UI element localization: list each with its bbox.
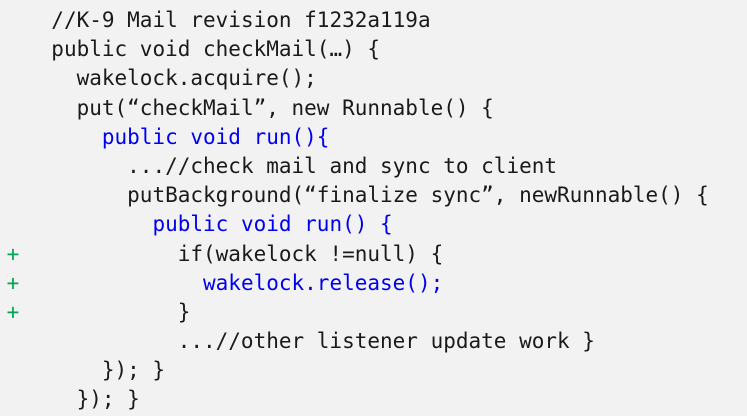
diff-add-marker: + (6, 299, 20, 324)
code-line-indent (26, 6, 51, 35)
code-line: + wakelock.release(); (0, 269, 747, 298)
code-line-indent (26, 94, 77, 123)
diff-add-marker: + (6, 241, 20, 266)
code-line: public void checkMail(…) { (0, 35, 747, 64)
code-line: ...//check mail and sync to client (0, 152, 747, 181)
code-line-text: wakelock.acquire(); (76, 66, 317, 91)
code-line-indent (26, 210, 152, 239)
code-line-indent (26, 123, 102, 152)
code-line: + if(wakelock !=null) { (0, 240, 747, 269)
code-line-indent (26, 240, 178, 269)
code-line-text: put(“checkMail”, new Runnable() { (76, 95, 494, 120)
code-line: + } (0, 298, 747, 327)
code-line: }); } (0, 385, 747, 414)
code-line-indent (26, 298, 178, 327)
code-line-text: ...//other listener update work } (177, 329, 595, 354)
code-line-text: } (177, 299, 191, 324)
code-line-indent (26, 356, 102, 385)
code-line-text: putBackground(“finalize sync”, newRunnab… (127, 183, 709, 208)
code-line: putBackground(“finalize sync”, newRunnab… (0, 181, 747, 210)
code-line: ...//other listener update work } (0, 327, 747, 356)
code-line: //K-9 Mail revision f1232a119a (0, 6, 747, 35)
code-line-indent (26, 152, 127, 181)
code-line-text: //K-9 Mail revision f1232a119a (51, 8, 431, 32)
code-line-text: if(wakelock !=null) { (177, 241, 444, 266)
code-line: }); } (0, 356, 747, 385)
code-line-text: wakelock.release(); (203, 270, 444, 295)
code-line-text: }); } (76, 387, 140, 412)
code-line-indent (26, 269, 203, 298)
code-line-indent (26, 64, 77, 93)
code-line-indent (26, 385, 77, 414)
diff-add-marker: + (6, 270, 20, 295)
code-line-text: public void run(){ (101, 124, 330, 149)
code-line: public void run() { (0, 210, 747, 239)
code-line-text: public void run() { (152, 212, 393, 237)
code-line-text: }); } (101, 358, 166, 383)
code-line: public void run(){ (0, 123, 747, 152)
code-line-indent (26, 327, 178, 356)
code-line-indent (26, 35, 51, 64)
code-line-indent (26, 181, 127, 210)
code-line-text: ...//check mail and sync to client (127, 153, 558, 178)
code-line: put(“checkMail”, new Runnable() { (0, 94, 747, 123)
code-snippet-panel: //K-9 Mail revision f1232a119a public vo… (0, 6, 747, 416)
code-line: wakelock.acquire(); (0, 64, 747, 93)
code-line-text: public void checkMail(…) { (51, 37, 381, 62)
